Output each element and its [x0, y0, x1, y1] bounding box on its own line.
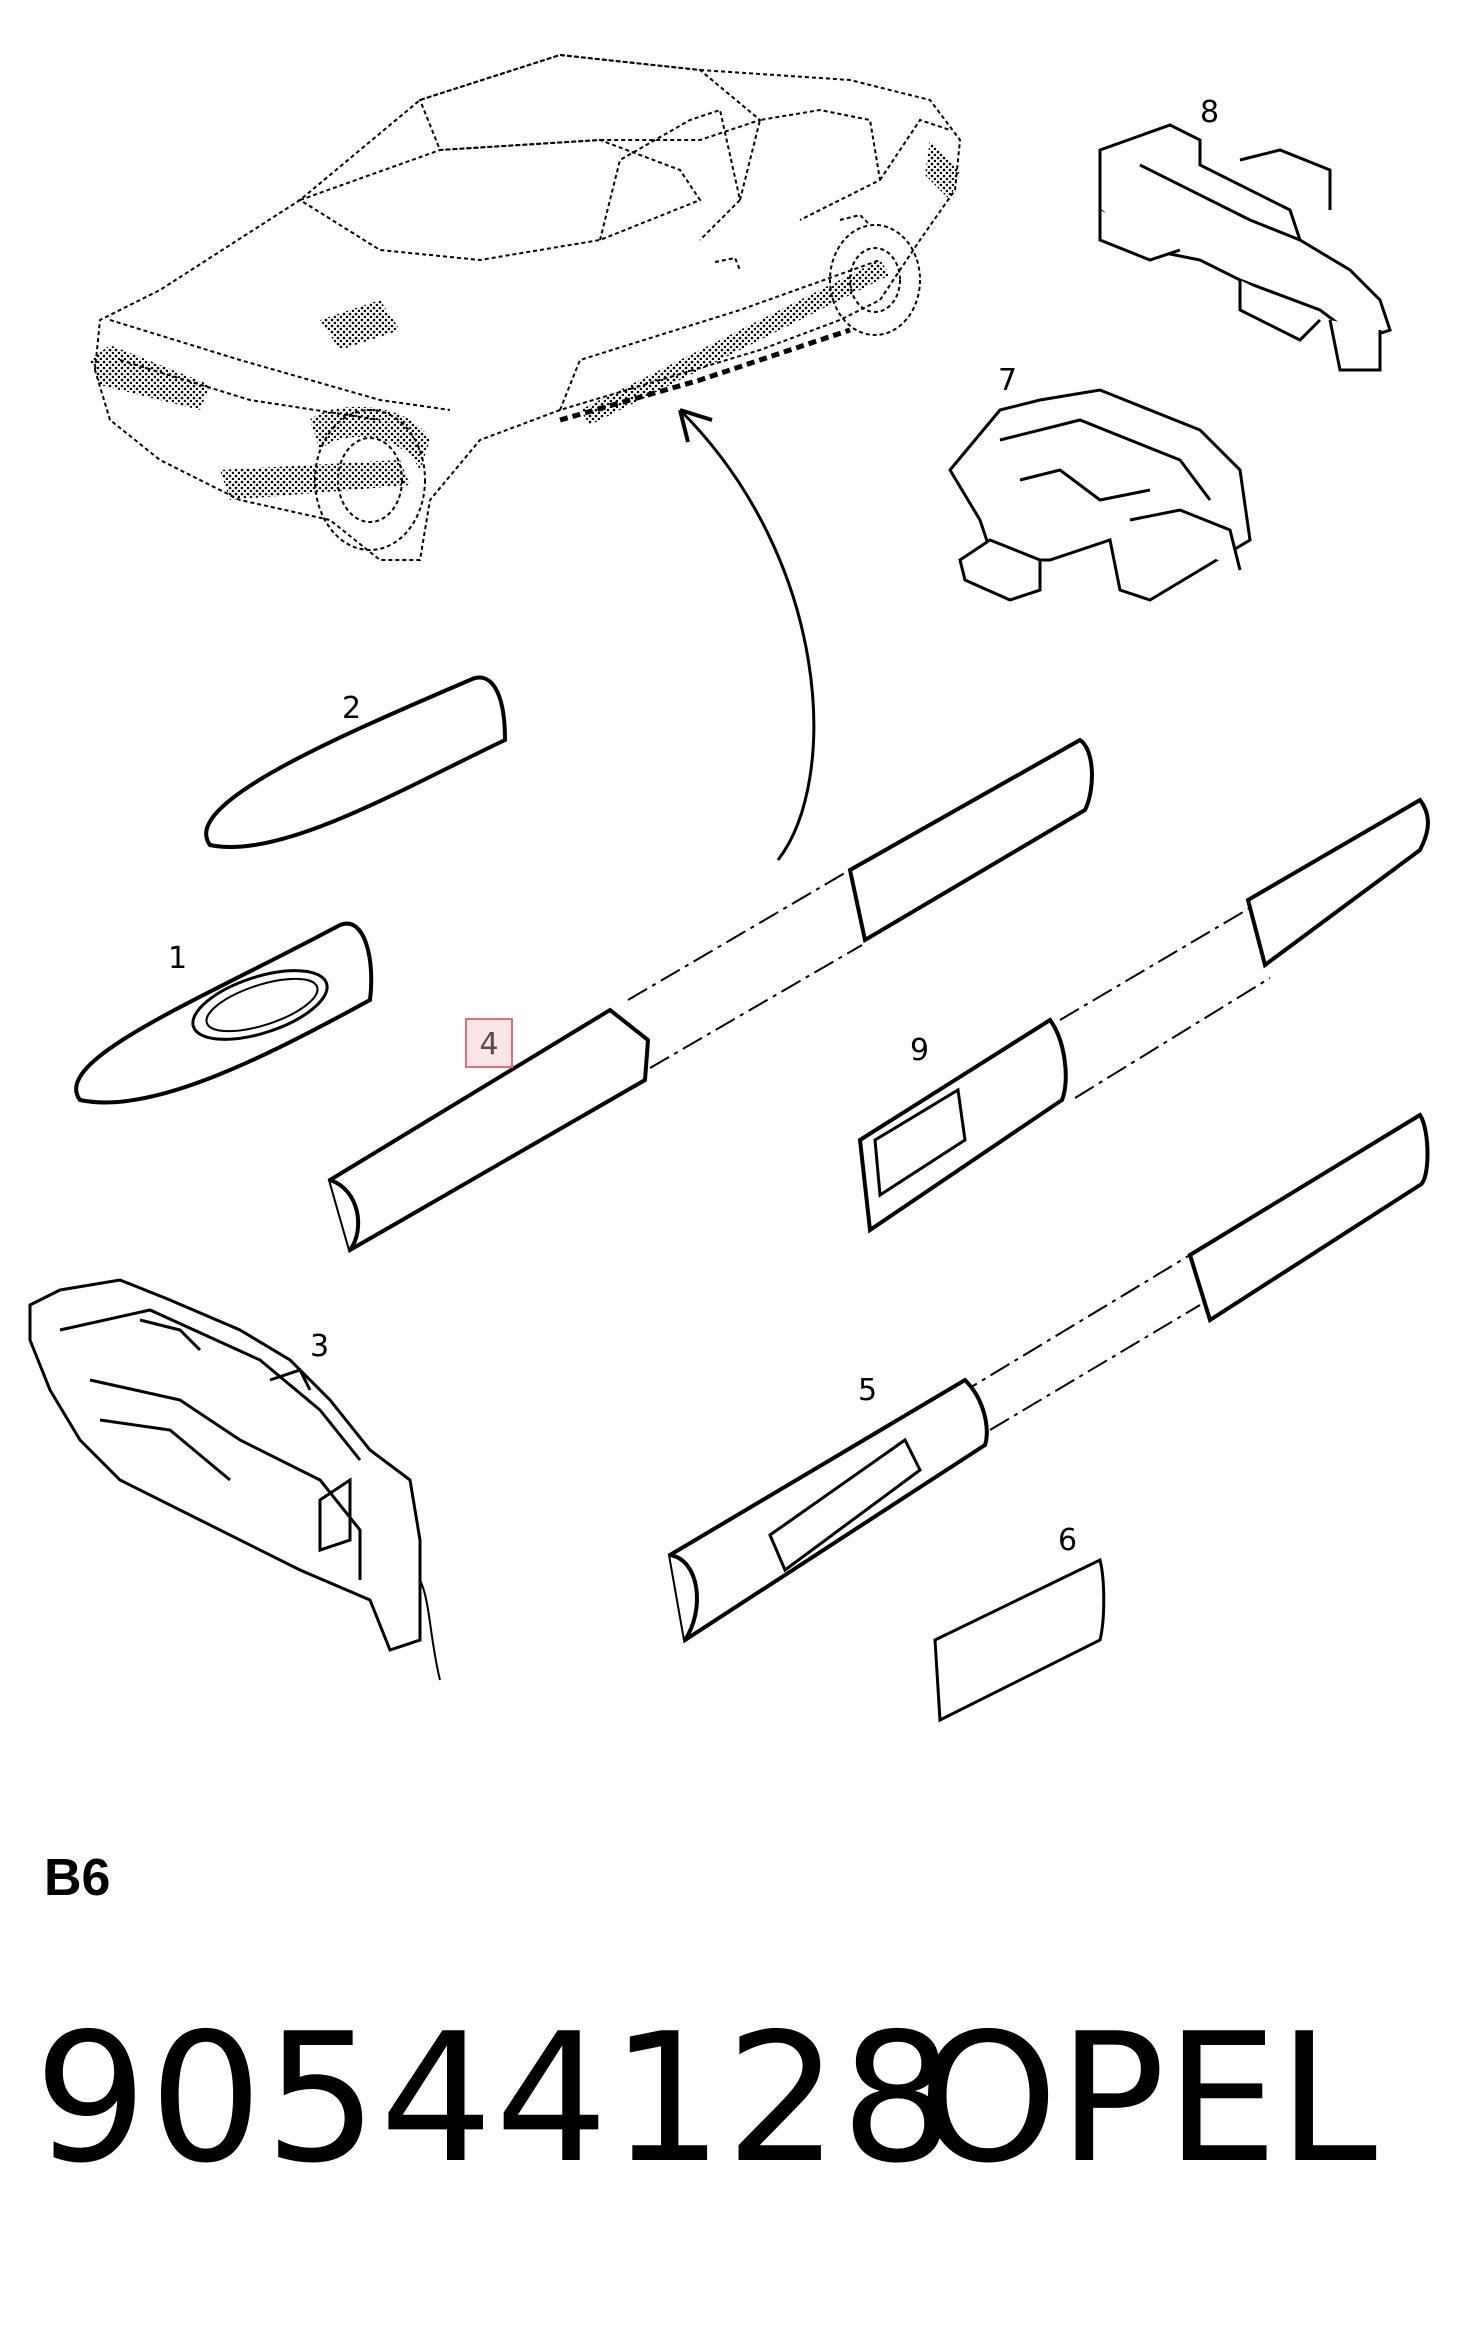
callout-1: 1 [168, 941, 187, 976]
parts-diagram: 1 2 3 5 6 7 8 9 4 [28, 53, 1430, 1723]
leader-arrow [678, 408, 816, 861]
callout-labels: 1 2 3 5 6 7 8 9 [168, 95, 1219, 1558]
callout-7: 7 [998, 363, 1017, 398]
part-9-molding-segment [857, 797, 1430, 1234]
callout-6: 6 [1058, 1523, 1077, 1558]
callout-5: 5 [858, 1373, 877, 1408]
callout-4: 4 [479, 1027, 498, 1062]
part-2-molding [204, 675, 508, 850]
brand-name: OPEL [918, 1995, 1378, 2202]
part-1-handle-molding [74, 921, 374, 1105]
section-label: B6 [44, 1849, 111, 1907]
part-3-frame [28, 1278, 441, 1681]
part-8-clip [1098, 123, 1392, 372]
part-5-molding-strip [667, 1112, 1430, 1644]
part-6-pad [933, 1557, 1106, 1723]
callout-4-highlight[interactable]: 4 [465, 1018, 513, 1068]
callout-8: 8 [1200, 95, 1219, 130]
part-4-molding-strip [327, 737, 1094, 1254]
car-shading [90, 140, 960, 500]
callout-3: 3 [310, 1329, 329, 1364]
callout-9: 9 [910, 1033, 929, 1068]
part-number: 90544128 [34, 1995, 956, 2202]
dash-lines [627, 869, 1271, 1431]
callout-2: 2 [342, 691, 361, 726]
part-7-bracket [948, 388, 1252, 602]
car-molding-strip [559, 327, 851, 423]
